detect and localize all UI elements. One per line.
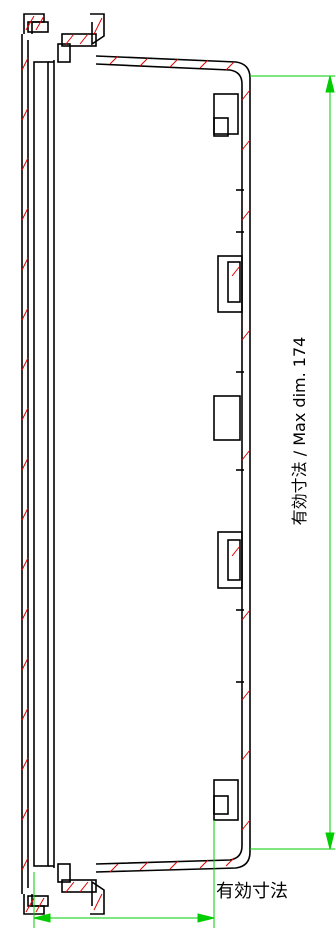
- dimension-lines: [33, 75, 335, 928]
- housing-outline: [21, 13, 251, 915]
- bottom-dimension-label: 有効寸法: [216, 881, 288, 902]
- section-hatching: [21, 15, 251, 913]
- vertical-dimension-label: 有効寸法 / Max dim. 174: [290, 336, 309, 526]
- vertical-dimension-label-container: 有効寸法 / Max dim. 174: [286, 266, 310, 596]
